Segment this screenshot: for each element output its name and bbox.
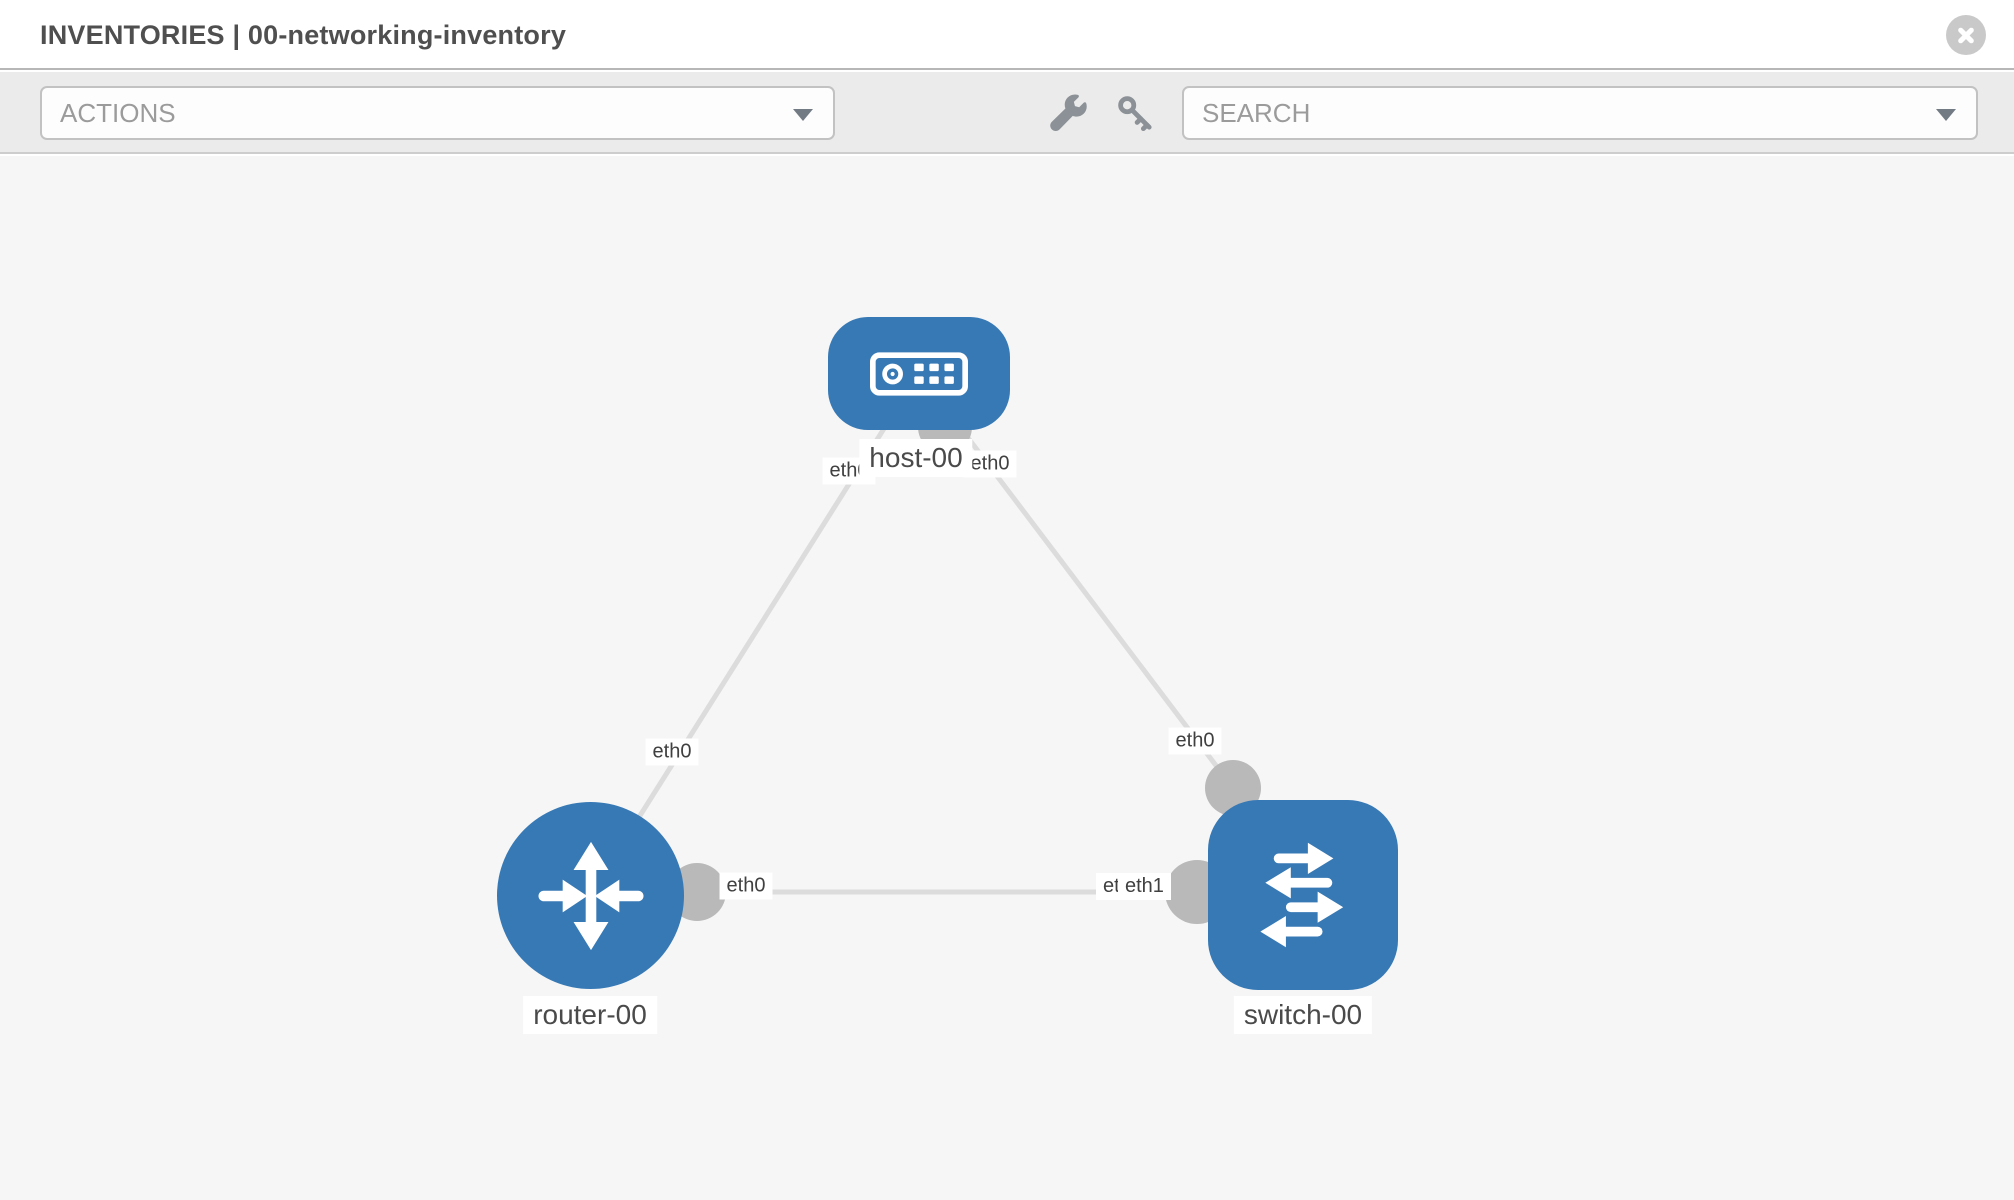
node-host-00[interactable] — [828, 317, 1010, 430]
actions-dropdown-label: ACTIONS — [60, 98, 176, 128]
chevron-down-icon — [1936, 109, 1956, 121]
node-label-switch: switch-00 — [1233, 996, 1373, 1034]
actions-dropdown[interactable]: ACTIONS — [40, 86, 835, 140]
chevron-down-icon — [793, 109, 813, 121]
topology-canvas[interactable]: host-00 router-00 switch-00 eth0 eth0 et… — [0, 156, 2014, 1200]
interface-label-router-port: eth0 — [719, 872, 773, 900]
page-title: INVENTORIES | 00-networking-inventory — [40, 20, 567, 50]
key-icon — [1118, 96, 1152, 132]
interface-label-router-top: eth0 — [645, 738, 699, 766]
header-bar: INVENTORIES | 00-networking-inventory — [0, 0, 2014, 70]
switch-icon — [1260, 842, 1344, 948]
search-dropdown-label: SEARCH — [1202, 98, 1311, 128]
node-label-router: router-00 — [523, 996, 657, 1034]
router-icon — [537, 841, 644, 950]
credentials-button[interactable] — [1114, 92, 1158, 136]
close-button[interactable] — [1946, 15, 1986, 55]
host-icon — [870, 351, 968, 396]
interface-label-switch-top: eth0 — [1168, 727, 1222, 755]
interface-label-switch-port: eth1 — [1118, 873, 1171, 900]
links-layer — [587, 371, 1303, 897]
configure-button[interactable] — [1046, 92, 1090, 136]
node-router-00[interactable] — [497, 802, 684, 989]
search-dropdown[interactable]: SEARCH — [1182, 86, 1978, 140]
wrench-icon — [1050, 94, 1087, 132]
node-label-host: host-00 — [859, 439, 973, 477]
toolbar: ACTIONS SEARCH — [0, 72, 2014, 154]
node-switch-00[interactable] — [1208, 800, 1398, 990]
